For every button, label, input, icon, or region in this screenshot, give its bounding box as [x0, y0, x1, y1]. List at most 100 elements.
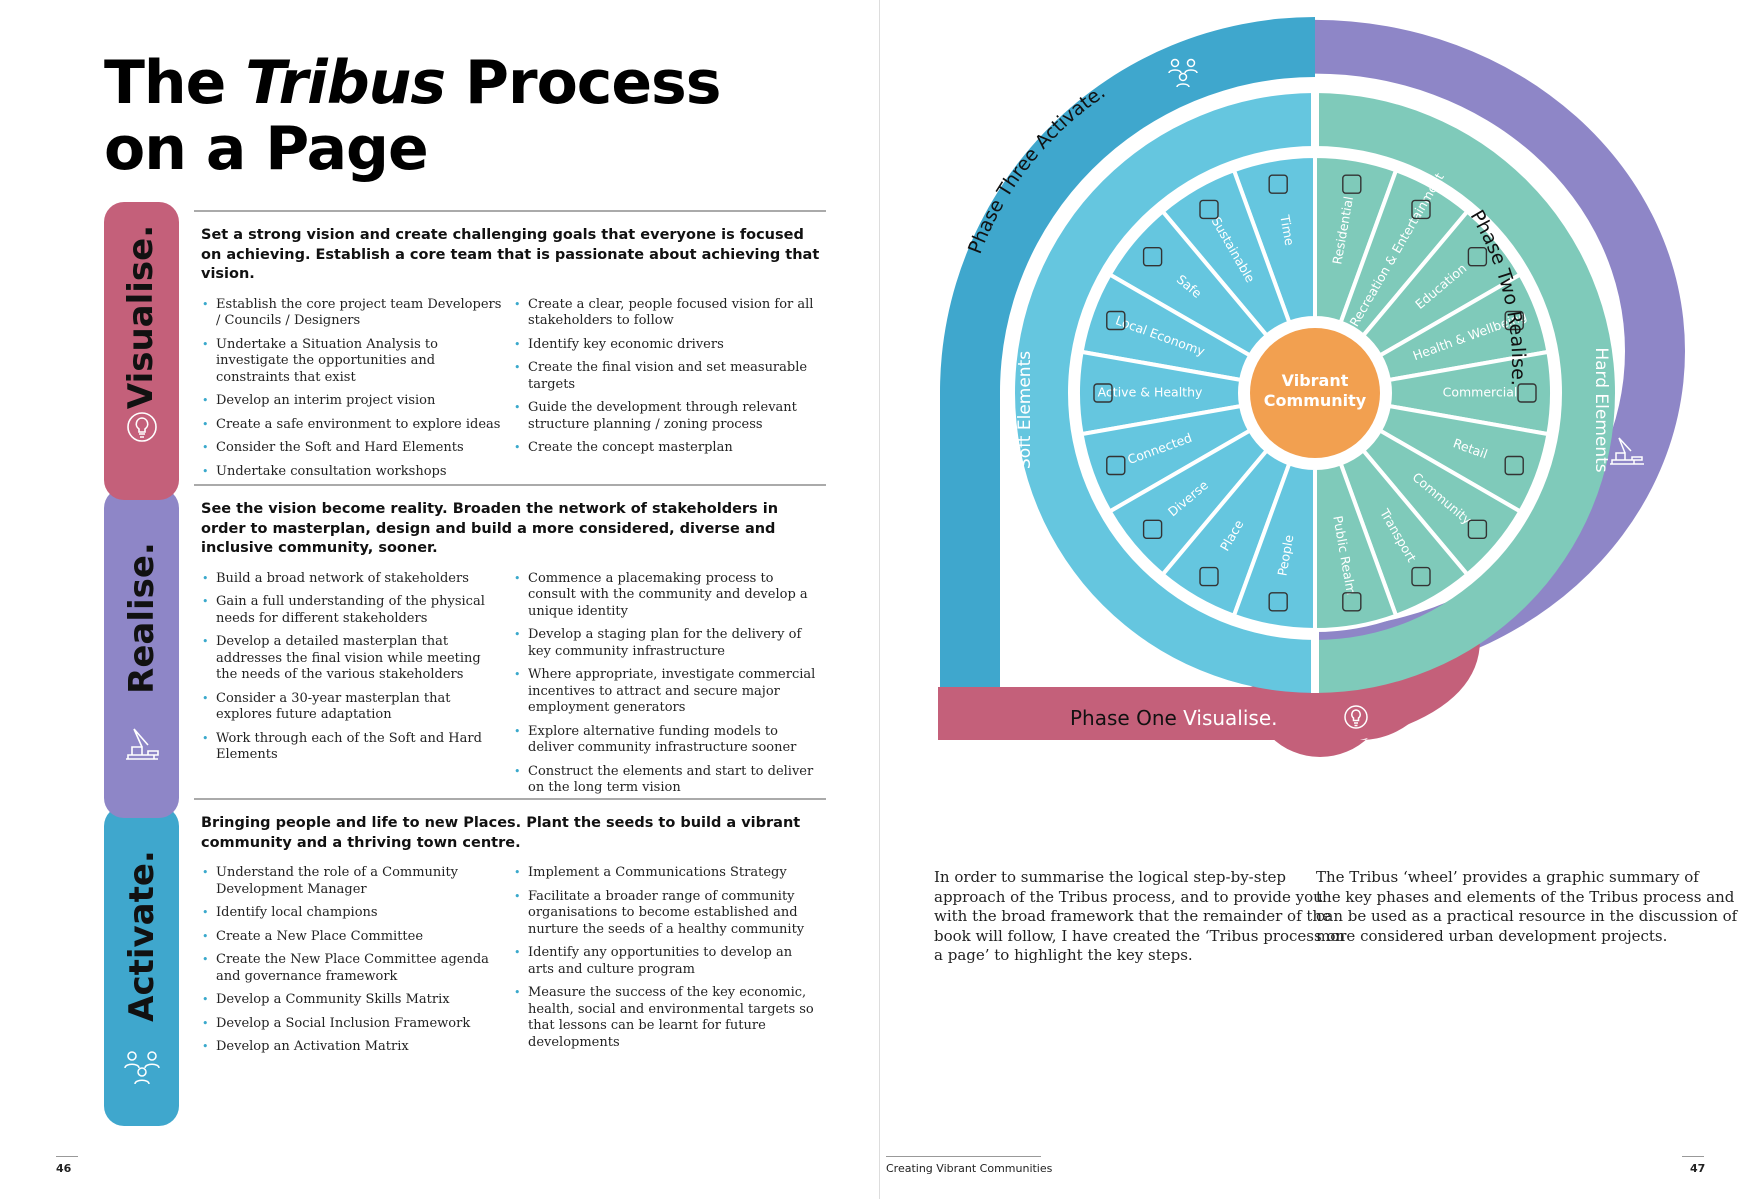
bullet-item: Create a New Place Committee [194, 929, 506, 946]
segment-hard [1377, 271, 1551, 383]
segment-element-icon [1467, 247, 1488, 267]
segment-soft [1076, 349, 1244, 437]
section-realise: See the vision become reality. Broaden t… [194, 500, 826, 804]
bullet-item: Gain a full understanding of the physica… [194, 594, 506, 627]
bullet-item: Develop an Activation Matrix [194, 1039, 506, 1056]
segment-element-icon [1268, 174, 1288, 194]
bullet-item: Create the New Place Committee agenda an… [194, 952, 506, 985]
bullet-item: Create the final vision and set measurab… [506, 360, 818, 393]
section-divider [194, 210, 826, 212]
tab-realise-label: Realise. [121, 542, 162, 694]
bullet-item: Build a broad network of stakeholders [194, 571, 506, 588]
bullet-item: Establish the core project team Develope… [194, 297, 506, 330]
page-spine [879, 0, 880, 1199]
section-visualise: Set a strong vision and create challengi… [194, 226, 826, 487]
bullet-item: Create the concept masterplan [506, 440, 818, 457]
bullet-item: Create a safe environment to explore ide… [194, 417, 506, 434]
bullet-item: Work through each of the Soft and Hard E… [194, 731, 506, 764]
lightbulb-icon [127, 412, 157, 442]
soft-elements-ring [1015, 93, 1315, 693]
segment-element-icon [1199, 566, 1219, 587]
people-icon [1168, 58, 1198, 88]
hard-elements-ring [1315, 93, 1615, 693]
page-title: The Tribus Process on a Page [104, 48, 721, 184]
segment-element-icon [1411, 199, 1431, 220]
bullet-list-right: Commence a placemaking process to consul… [506, 571, 818, 797]
crane-icon [126, 728, 159, 760]
bullet-item: Explore alternative funding models to de… [506, 724, 818, 757]
paragraph-left: In order to summarise the logical step-b… [934, 868, 1346, 964]
segment-soft [1159, 447, 1292, 619]
bullet-item: Understand the role of a Community Devel… [194, 865, 506, 898]
segment-hard [1313, 460, 1399, 633]
bullet-item: Consider the Soft and Hard Elements [194, 440, 506, 457]
bullet-item: Construct the elements and start to deli… [506, 764, 818, 797]
bullet-item: Undertake consultation workshops [194, 464, 506, 481]
tab-activate: Activate. [104, 806, 179, 1126]
bullet-item: Commence a placemaking process to consul… [506, 571, 818, 621]
segment-element-icon [1268, 592, 1288, 612]
segment-label: Time [1277, 213, 1297, 247]
segment-hard [1377, 403, 1551, 515]
segment-element-icon [1342, 592, 1362, 612]
bullet-list-left: Establish the core project team Develope… [194, 297, 506, 481]
segment-label: People [1274, 533, 1296, 577]
phase-two-arc [1315, 19, 1685, 683]
tab-visualise: Visualise. [104, 202, 179, 500]
bullet-item: Facilitate a broader range of community … [506, 889, 818, 939]
bullet-item: Create a clear, people focused vision fo… [506, 297, 818, 330]
bullet-list-right: Create a clear, people focused vision fo… [506, 297, 818, 457]
section-divider [194, 798, 826, 800]
bullet-item: Develop an interim project vision [194, 393, 506, 410]
bullet-item: Identify any opportunities to develop an… [506, 945, 818, 978]
lightbulb-icon [1344, 705, 1368, 729]
segment-soft [1231, 460, 1317, 633]
bullet-item: Consider a 30-year masterplan that explo… [194, 691, 506, 724]
segment-hard [1313, 153, 1399, 326]
segment-element-icon [1411, 566, 1431, 587]
bullet-list-left: Build a broad network of stakeholdersGai… [194, 571, 506, 764]
phase-one-label: Phase One Visualise. [1070, 706, 1278, 730]
segment-element-icon [1342, 174, 1362, 194]
bullet-item: Guide the development through relevant s… [506, 400, 818, 433]
bullet-list-left: Understand the role of a Community Devel… [194, 865, 506, 1056]
center-hub [1250, 328, 1380, 458]
bullet-item: Measure the success of the key economic,… [506, 985, 818, 1051]
segment-label: Active & Healthy [1098, 385, 1203, 400]
segment-soft [1079, 271, 1253, 383]
tab-visualise-label: Visualise. [121, 224, 162, 410]
segment-label: Commercial [1443, 385, 1518, 400]
segment-element-icon [1517, 383, 1537, 403]
center-label-line2: Community [1264, 391, 1367, 410]
segment-element-icon [1199, 199, 1219, 220]
segment-element-icon [1142, 519, 1163, 539]
section-lead: Bringing people and life to new Places. … [201, 815, 801, 851]
paragraph-right: The Tribus ‘wheel’ provides a graphic su… [1316, 868, 1738, 945]
bullet-item: Develop a detailed masterplan that addre… [194, 634, 506, 684]
crane-icon [1610, 437, 1644, 465]
section-lead: See the vision become reality. Broaden t… [201, 501, 779, 556]
segment-element-icon [1106, 310, 1126, 331]
segment-soft [1231, 153, 1317, 326]
segment-element-icon [1504, 455, 1524, 476]
bullet-item: Undertake a Situation Analysis to invest… [194, 337, 506, 387]
segment-element-icon [1106, 455, 1126, 476]
segment-hard [1338, 167, 1471, 339]
segment-hard [1338, 447, 1471, 619]
segment-element-icon [1504, 310, 1524, 331]
bullet-item: Implement a Communications Strategy [506, 865, 818, 882]
hard-elements-label: Hard Elements [1591, 347, 1611, 472]
segment-soft [1159, 167, 1292, 339]
center-label-line1: Vibrant [1282, 371, 1349, 390]
segment-element-icon [1142, 247, 1163, 267]
tab-activate-label: Activate. [121, 850, 162, 1022]
bullet-item: Identify key economic drivers [506, 337, 818, 354]
segment-soft [1079, 403, 1253, 515]
tab-realise: Realise. [104, 488, 179, 818]
segment-element-icon [1467, 519, 1488, 539]
page-number-right: 47 [1690, 1162, 1706, 1175]
soft-elements-label: Soft Elements [1015, 351, 1035, 469]
bullet-item: Develop a Social Inclusion Framework [194, 1016, 506, 1033]
segment-element-icon [1093, 383, 1113, 403]
